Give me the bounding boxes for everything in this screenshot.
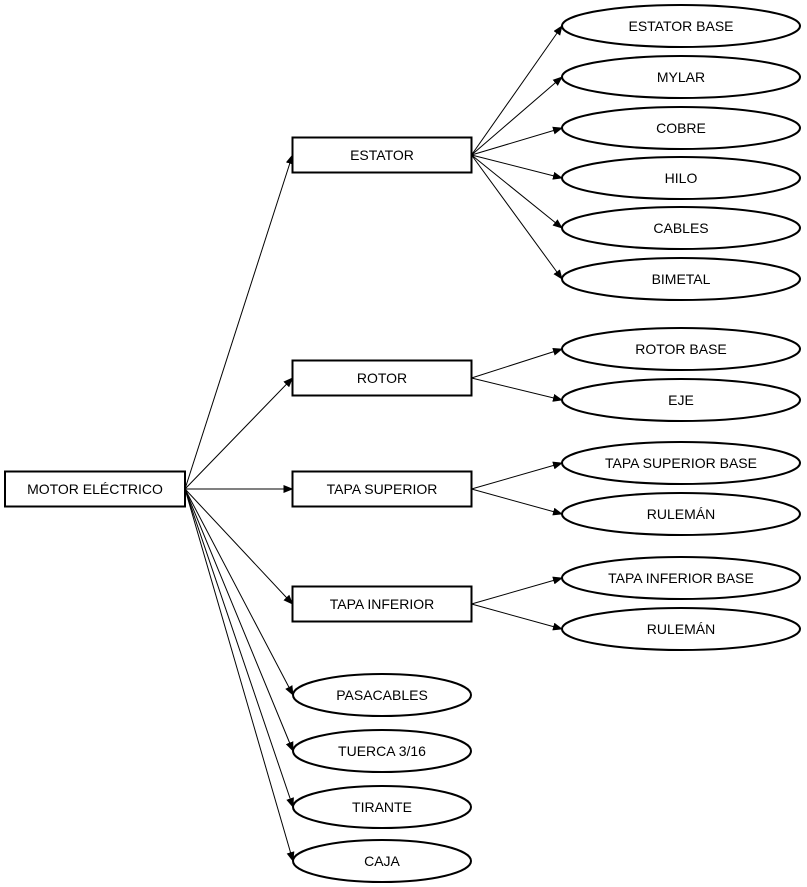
part-rotor-eje-ellipse	[561, 378, 801, 422]
part-tirante-label: TIRANTE	[352, 799, 412, 815]
part-tapa-inferior-tapa-inferior-base-label: TAPA INFERIOR BASE	[608, 570, 754, 586]
arrow-root-to-caja	[184, 488, 295, 862]
arrow-root-to-tuerca-3-16	[184, 488, 294, 752]
part-rotor-rotor-base-ellipse	[561, 327, 801, 371]
component-tapa-superior-box	[291, 470, 473, 508]
arrow-root-to-estator	[184, 154, 294, 490]
arrow-tapa-superior-to-ruleman	[471, 488, 563, 516]
part-tapa-superior-ruleman-ellipse	[561, 492, 801, 536]
component-tapa-inferior-box	[291, 585, 473, 623]
arrow-estator-to-cables	[471, 154, 563, 229]
arrow-estator-to-mylar	[471, 76, 563, 156]
component-tapa-inferior-label: TAPA INFERIOR	[330, 596, 435, 612]
component-tapa-superior-label: TAPA SUPERIOR	[327, 481, 438, 497]
part-estator-hilo-ellipse	[561, 156, 801, 200]
arrow-root-to-pasacables	[184, 488, 294, 696]
part-estator-cobre-ellipse	[561, 106, 801, 150]
part-caja-label: CAJA	[364, 853, 400, 869]
arrow-estator-to-cobre	[471, 126, 563, 156]
part-estator-cables-ellipse	[561, 206, 801, 250]
component-rotor-box	[291, 359, 473, 397]
component-estator-box	[291, 136, 473, 174]
part-estator-hilo-label: HILO	[665, 170, 698, 186]
part-rotor-rotor-base-label: ROTOR BASE	[635, 341, 727, 357]
arrow-root-to-tirante	[184, 488, 294, 808]
arrow-estator-to-hilo	[471, 154, 563, 180]
connector-layer	[184, 25, 563, 862]
arrow-rotor-to-rotor-base	[471, 347, 563, 379]
arrow-estator-to-bimetal	[471, 154, 563, 280]
part-tapa-inferior-tapa-inferior-base-ellipse	[561, 556, 801, 600]
component-estator-label: ESTATOR	[350, 147, 414, 163]
part-estator-cobre-label: COBRE	[656, 120, 706, 136]
node-layer: MOTOR ELÉCTRICO ESTATOR ESTATOR BASE MYLAR C…	[4, 4, 801, 883]
part-estator-bimetal-label: BIMETAL	[652, 271, 711, 287]
arrow-rotor-to-eje	[471, 377, 563, 402]
part-estator-mylar-label: MYLAR	[657, 69, 705, 85]
part-tapa-inferior-ruleman-label: RULEMÁN	[647, 621, 715, 637]
part-estator-estator-base-ellipse	[561, 4, 801, 48]
arrow-root-to-tapa-inferior	[184, 488, 294, 605]
part-rotor-eje-label: EJE	[668, 392, 694, 408]
arrow-root-to-rotor	[184, 377, 294, 490]
part-estator-cables-label: CABLES	[653, 220, 708, 236]
arrow-tapa-superior-to-tapa-superior-base	[471, 461, 563, 490]
part-caja-ellipse	[292, 839, 472, 883]
part-estator-estator-base-label: ESTATOR BASE	[628, 18, 733, 34]
part-tuerca-3-16-ellipse	[292, 729, 472, 773]
part-tirante-ellipse	[292, 785, 472, 829]
part-tapa-inferior-ruleman-ellipse	[561, 607, 801, 651]
arrow-tapa-inferior-to-ruleman	[471, 603, 563, 631]
part-pasacables-label: PASACABLES	[336, 687, 428, 703]
part-estator-mylar-ellipse	[561, 55, 801, 99]
root-node-label: MOTOR ELÉCTRICO	[27, 481, 163, 497]
part-tuerca-3-16-label: TUERCA 3/16	[338, 743, 426, 759]
arrow-tapa-inferior-to-tapa-inferior-base	[471, 576, 563, 605]
component-rotor-label: ROTOR	[357, 370, 407, 386]
part-tapa-superior-tapa-superior-base-label: TAPA SUPERIOR BASE	[605, 455, 757, 471]
part-pasacables-ellipse	[292, 673, 472, 717]
part-tapa-superior-ruleman-label: RULEMÁN	[647, 506, 715, 522]
arrow-estator-to-estator-base	[471, 25, 563, 156]
part-estator-bimetal-ellipse	[561, 257, 801, 301]
root-node-box	[4, 470, 186, 508]
part-tapa-superior-tapa-superior-base-ellipse	[561, 441, 801, 485]
